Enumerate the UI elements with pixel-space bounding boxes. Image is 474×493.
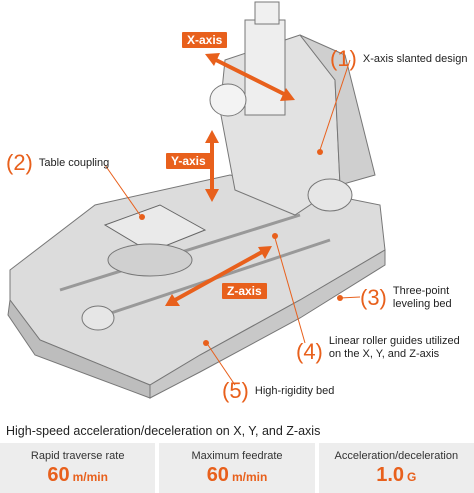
callout-5: (5) High-rigidity bed — [222, 378, 334, 404]
spindle-motor — [254, 1, 280, 25]
leader-3 — [339, 296, 361, 299]
machine-illustration: X-axis Y-axis Z-axis (1) X-axis slanted … — [6, 1, 471, 403]
callout-4: (4) Linear roller guides utilized on the… — [296, 335, 464, 365]
machine-drawing — [7, 1, 386, 399]
spec-label: Acceleration/deceleration — [334, 450, 459, 462]
spindle-head — [244, 19, 286, 116]
z-axis-label: Z-axis — [222, 283, 267, 299]
front-motor — [81, 305, 115, 331]
callout-text: X-axis slanted design — [362, 52, 468, 65]
callout-number: (3) — [360, 285, 387, 310]
leader-5 — [207, 344, 236, 386]
z-axis-arrow — [165, 246, 272, 306]
spec-value: 1.0 — [376, 464, 405, 486]
spec-label: Rapid traverse rate — [30, 450, 125, 462]
x-axis-arrow — [205, 53, 295, 101]
callout-number: (1) — [330, 46, 357, 71]
callout-number: (2) — [6, 150, 33, 175]
spec-unit: m/min — [72, 470, 108, 484]
leader-4 — [274, 237, 306, 344]
table-base — [107, 243, 193, 277]
bed-front — [149, 249, 386, 399]
leader-lines — [104, 59, 361, 386]
callout-3: (3) Three-point leveling bed — [360, 285, 471, 311]
callout-number: (5) — [222, 378, 249, 403]
spindle-nose — [209, 83, 247, 117]
spec-value: 60 — [206, 464, 229, 486]
spec-unit: m/min — [231, 470, 268, 484]
callout-text: Linear roller guides utilized on the X, … — [328, 335, 460, 360]
callout-text: High-rigidity bed — [254, 384, 335, 397]
callout-2: (2) Table coupling — [6, 150, 109, 176]
summary-heading: High-speed acceleration/deceleration on … — [6, 424, 321, 438]
y-axis-label: Y-axis — [166, 153, 211, 169]
pallet-unit — [307, 178, 353, 212]
column-side — [299, 34, 376, 186]
callout-text: Three-point leveling bed — [392, 285, 452, 310]
x-axis-label: X-axis — [182, 32, 228, 48]
leader-dots — [139, 149, 343, 346]
callout-text: Table coupling — [38, 156, 110, 169]
spec-label: Maximum feedrate — [191, 450, 283, 462]
leader-2 — [104, 164, 141, 216]
callout-1: (1) X-axis slanted design — [330, 46, 467, 72]
spec-value: 60 — [47, 464, 70, 486]
spec-unit: G — [407, 470, 417, 484]
rotary-table — [103, 204, 207, 253]
callout-number: (4) — [296, 339, 323, 364]
y-axis-arrow — [205, 130, 219, 202]
leader-1 — [319, 59, 351, 151]
